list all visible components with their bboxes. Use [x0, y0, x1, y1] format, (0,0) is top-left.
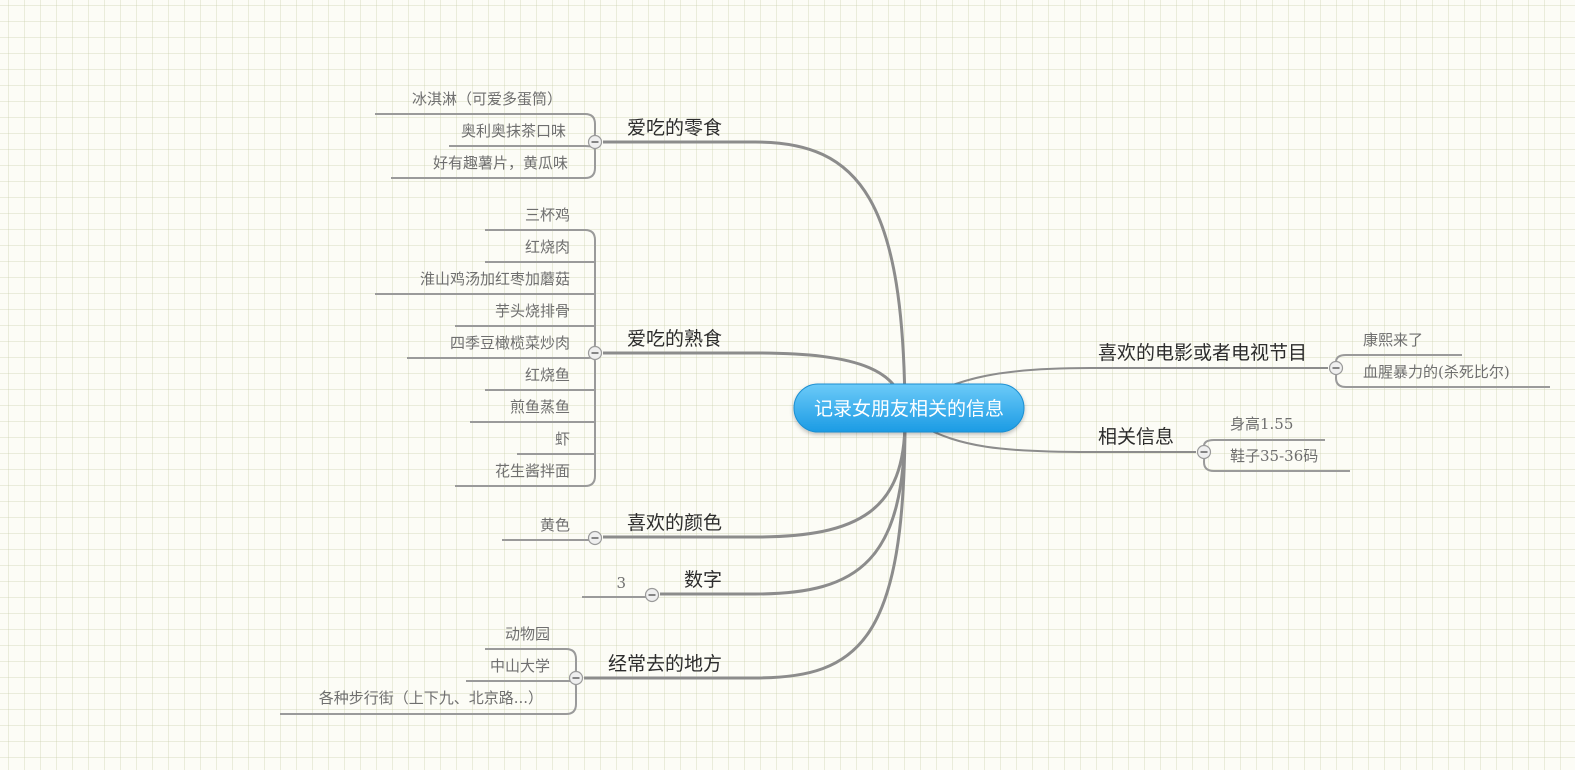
- leaf-info-2[interactable]: 鞋子35-36码: [1230, 447, 1318, 465]
- topic-movies[interactable]: 喜欢的电影或者电视节目: [1098, 342, 1307, 364]
- leaf-cooked-4[interactable]: 芋头烧排骨: [495, 302, 570, 320]
- collapse-toggle-number[interactable]: [644, 587, 660, 603]
- leaf-info-1[interactable]: 身高1.55: [1230, 415, 1293, 433]
- leaf-snacks-2[interactable]: 奥利奥抹茶口味: [461, 122, 566, 140]
- leaf-places-2[interactable]: 中山大学: [490, 657, 550, 675]
- branch-number: [660, 419, 907, 596]
- leaf-movies-2[interactable]: 血腥暴力的(杀死比尔): [1363, 363, 1510, 381]
- collapse-toggle-info[interactable]: [1196, 444, 1212, 460]
- leaf-movies-1[interactable]: 康熙来了: [1363, 331, 1423, 349]
- leaf-places-3[interactable]: 各种步行街（上下九、北京路...）: [319, 689, 543, 707]
- leaf-color-1[interactable]: 黄色: [540, 516, 570, 534]
- topic-snacks[interactable]: 爱吃的零食: [627, 117, 722, 139]
- collapse-toggle-color[interactable]: [587, 530, 603, 546]
- topic-color[interactable]: 喜欢的颜色: [627, 512, 722, 534]
- leaf-cooked-8[interactable]: 虾: [555, 430, 570, 448]
- topic-cooked[interactable]: 爱吃的熟食: [627, 328, 722, 350]
- root-node[interactable]: 记录女朋友相关的信息: [793, 383, 1025, 433]
- leaf-places-1[interactable]: 动物园: [505, 625, 550, 643]
- collapse-toggle-places[interactable]: [568, 670, 584, 686]
- leaf-cooked-2[interactable]: 红烧肉: [525, 238, 570, 256]
- branch-info: [919, 424, 1196, 453]
- branch-places: [584, 419, 907, 680]
- leaf-cooked-3[interactable]: 淮山鸡汤加红枣加蘑菇: [420, 270, 570, 288]
- leaf-cooked-7[interactable]: 煎鱼蒸鱼: [510, 398, 570, 416]
- topic-places[interactable]: 经常去的地方: [608, 653, 722, 675]
- collapse-toggle-cooked[interactable]: [587, 345, 603, 361]
- leaf-snacks-3[interactable]: 好有趣薯片，黄瓜味: [433, 154, 568, 172]
- collapse-toggle-snacks[interactable]: [587, 134, 603, 150]
- leaf-cooked-5[interactable]: 四季豆橄榄菜炒肉: [450, 334, 570, 352]
- topic-info[interactable]: 相关信息: [1098, 426, 1174, 448]
- leaf-cooked-1[interactable]: 三杯鸡: [525, 206, 570, 224]
- leaf-snacks-1[interactable]: 冰淇淋（可爱多蛋筒）: [412, 90, 562, 108]
- leaf-cooked-9[interactable]: 花生酱拌面: [495, 462, 570, 480]
- leaf-cooked-6[interactable]: 红烧鱼: [525, 366, 570, 384]
- branch-snacks: [603, 140, 907, 421]
- leaf-number-1[interactable]: 3: [616, 574, 626, 592]
- branch-color: [603, 419, 907, 539]
- topic-number[interactable]: 数字: [684, 569, 722, 591]
- collapse-toggle-movies[interactable]: [1328, 360, 1344, 376]
- root-label: 记录女朋友相关的信息: [814, 398, 1004, 420]
